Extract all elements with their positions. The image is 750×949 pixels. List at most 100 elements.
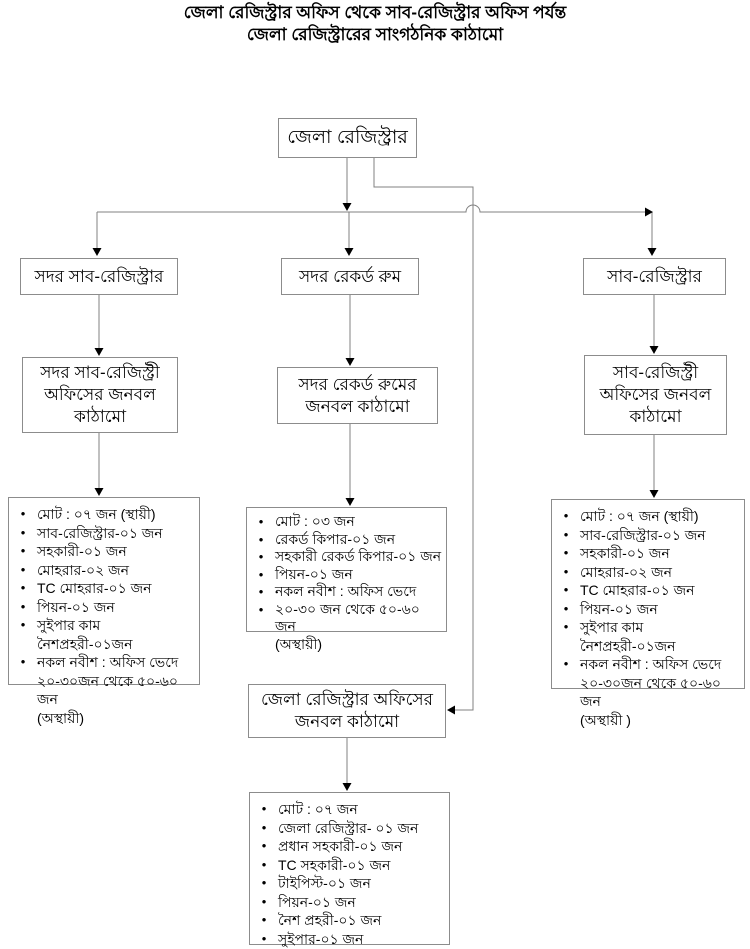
list-item-text: প্রধান সহকারী-০১ জন [278,838,403,854]
list-item: • মোহরার-০২ জন [552,563,741,582]
node-sub-registrar: সাব-রেজিস্ট্রার [583,258,726,295]
bullet-icon: • [563,619,569,634]
bullet-icon: • [20,543,26,558]
list-sadar-sub-registry-staff: •মোট : ০৭ জন (স্থায়ী)•সাব-রেজিস্ট্রার-০… [8,497,200,726]
bullet-icon: • [563,545,569,560]
arrowhead-down-icon [342,203,352,211]
list-item-text: পিয়ন-০১ জন [580,600,658,617]
arrowhead-down-icon [345,498,355,506]
bullet-icon: • [20,598,26,614]
list-item-text: নকল নবীশ : অফিস ভেদে২০-৩০জন থেকে ৫০-৬০ জ… [580,656,722,728]
list-item: • মোট : ০৭ জন (স্থায়ী) [552,507,741,526]
arrowhead-down-icon [94,488,104,496]
bullet-icon: • [563,508,569,523]
list-item: • রেকর্ড কিপার-০১ জন [247,531,443,549]
list-item-text: ২০-৩০ জন থেকে ৫০-৬০ জন(অস্থায়ী) [275,600,420,652]
arrowhead-down-icon [649,346,659,354]
list-district-office-staff: • মোট : ০৭ জন • জেলা রেজিস্ট্রার- ০১ জন • প্র… [249,792,450,947]
bullet-icon: • [261,838,267,853]
node-sadar-sub-registrar: সদর সাব-রেজিস্ট্রার [20,258,178,295]
list-item-text: সহকারী-০১ জন [580,545,670,561]
list-item-text: সাব-রেজিস্ট্রার-০১ জন [37,524,163,541]
list-item: •সাব-রেজিস্ট্রার-০১ জন [9,524,196,543]
list-item: • সুইপার কাম নৈশপ্রহরী-০১জন [552,618,741,655]
arrowhead-down-icon [345,358,355,366]
arrowhead-down-icon [647,248,657,256]
node-label: জেলা রেজিস্ট্রার [287,127,408,148]
bullet-icon: • [258,566,264,582]
bullet-icon: • [261,912,267,927]
node-label: সদর রেকর্ড রুম [298,266,402,286]
bullet-icon: • [258,531,264,547]
bullet-icon: • [261,856,267,872]
node-label: সাব-রেজিস্ট্রার [607,266,702,286]
connector-elbow-to-district-staff [373,158,474,711]
list-item: •সুইপার কাম নৈশপ্রহরী-০১জন [9,616,196,653]
bullet-icon: • [261,893,267,909]
list-item-text: মোট : ০৭ জন (স্থায়ী) [580,508,699,524]
list-item-text: জেলা রেজিস্ট্রার- ০১ জন [278,819,419,836]
list-item-text: নৈশ প্রহরী-০১ জন [278,912,382,928]
list-item: • মোট : ০৭ জন [250,800,446,819]
list-item-text: সুইপার কাম নৈশপ্রহরী-০১জন [580,619,676,654]
arrowhead-left-icon [447,705,455,715]
list-item-text: নকল নবীশ : অফিস ভেদে [275,583,417,599]
list-sadar-record-room-staff: •মোট : ০৩ জন•রেকর্ড কিপার-০১ জন•সহকারী র… [246,507,447,652]
list-item-text: সহকারী রেকর্ড কিপার-০১ জন [275,548,442,564]
node-label: সদর সাব-রেজিস্ট্রার [34,266,164,286]
list-item: • পিয়ন-০১ জন [247,566,443,584]
list-item: • মোট : ০৭ জন (স্থায়ী) [9,505,196,524]
list-item-text: TC মোহরার-০১ জন [580,582,695,598]
list-item-text: মোট : ০৭ জন [278,801,358,817]
bullet-icon: • [261,875,267,890]
list-item: • TC মোহরার-০১ জন [9,579,196,598]
list-item: • নৈশ প্রহরী-০১ জন [250,911,446,930]
bullet-icon: • [261,801,267,816]
arrowhead-down-icon [344,248,354,256]
node-sadar-record-room: সদর রেকর্ড রুম [281,258,419,295]
arrowhead-down-icon [92,248,102,256]
list-item-text: সুইপার-০১ জন [278,930,364,947]
list-item: • জেলা রেজিস্ট্রার- ০১ জন [250,819,446,838]
list-item: • সহকারী-০১ জন [552,544,741,563]
list-item-text: সহকারী-০১ জন [37,543,127,559]
list-item-text: পিয়ন-০১ জন [275,565,353,582]
list-item-text: টাইপিস্ট-০১ জন [278,875,371,891]
list-item-text: সাব-রেজিস্ট্রার-০১ জন [580,526,706,543]
list-item: • সহকারী রেকর্ড কিপার-০১ জন [247,548,443,566]
list-item: • টাইপিস্ট-০১ জন [250,874,446,893]
bullet-icon: • [261,819,267,835]
list-item: •নকল নবীশ : অফিস ভেদে২০-৩০জন থেকে ৫০-৬০ … [9,653,196,727]
bullet-icon: • [563,600,569,616]
bullet-icon: • [563,582,569,597]
bullet-icon: • [20,654,26,669]
list-item-text: TC মোহরার-০১ জন [37,580,152,596]
list-item-text: পিয়ন-০১ জন [37,598,115,615]
list-item-text: রেকর্ড কিপার-০১ জন [275,530,396,547]
list-item: • প্রধান সহকারী-০১ জন [250,837,446,856]
list-item-text: সুইপার কাম নৈশপ্রহরী-০১জন [37,617,133,652]
connector-horizontal-rail [97,204,645,213]
bullet-icon: • [258,584,264,599]
arrowhead-down-icon [342,783,352,791]
bullet-icon: • [20,506,26,521]
bullet-icon: • [563,563,569,579]
list-item: • পিয়ন-০১ জন [9,598,196,617]
list-item-text: পিয়ন-০১ জন [278,893,356,910]
list-item: • পিয়ন-০১ জন [250,893,446,912]
list-item-text: মোট : ০৭ জন (স্থায়ী) [37,506,156,522]
bullet-icon: • [563,656,569,671]
node-district-registrar: জেলা রেজিস্ট্রার [278,118,417,158]
list-item: •সুইপার-০১ জন [250,930,446,949]
bullet-icon: • [20,580,26,595]
list-item-text: মোহরার-০২ জন [580,563,672,580]
bullet-icon: • [258,549,264,564]
